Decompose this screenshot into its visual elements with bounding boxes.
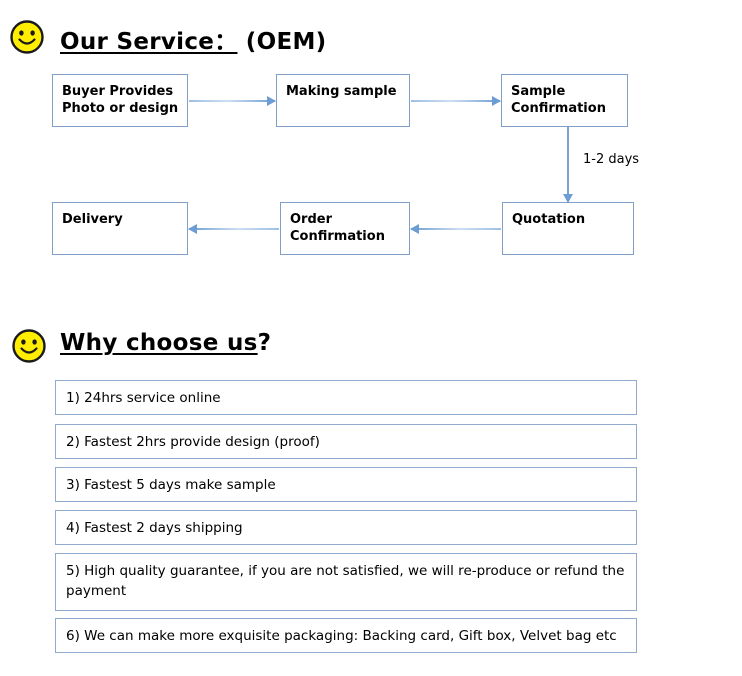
- arrow-shaft: [567, 127, 569, 202]
- arrow-head-icon: [410, 224, 419, 234]
- flow-node-buyer-provides[interactable]: Buyer Provides Photo or design: [52, 74, 188, 127]
- arrow-shaft: [411, 100, 500, 102]
- page-title-our-service: Our Service： (OEM): [60, 22, 326, 56]
- flow-node-sample-confirmation[interactable]: Sample Confirmation: [501, 74, 628, 127]
- flow-arrow-making-to-sample-confirmation: [411, 95, 501, 107]
- reason-item-6[interactable]: 6) We can make more exquisite packaging:…: [55, 618, 637, 653]
- flow-edge-label-1-2-days: 1-2 days: [583, 152, 640, 167]
- arrow-shaft: [411, 228, 501, 230]
- flow-node-order-confirmation[interactable]: Order Confirmation: [280, 202, 410, 255]
- flow-node-quotation[interactable]: Quotation: [502, 202, 634, 255]
- reason-item-5[interactable]: 5) High quality guarantee, if you are no…: [55, 553, 637, 611]
- arrow-shaft: [189, 228, 279, 230]
- flow-arrow-quotation-to-order-confirmation: [410, 223, 501, 235]
- flow-node-delivery[interactable]: Delivery: [52, 202, 188, 255]
- why-choose-us-title-underlined: Why choose us: [60, 330, 258, 356]
- flow-arrow-order-confirmation-to-delivery: [188, 223, 279, 235]
- smiley-face-icon: [12, 329, 46, 363]
- arrow-head-icon: [492, 96, 501, 106]
- reason-item-1[interactable]: 1) 24hrs service online: [55, 380, 637, 415]
- reason-item-3[interactable]: 3) Fastest 5 days make sample: [55, 467, 637, 502]
- why-choose-us-title-tail: ?: [257, 330, 272, 356]
- our-service-title-underlined: Our Service：: [60, 29, 238, 55]
- arrow-head-icon: [267, 96, 276, 106]
- arrow-head-icon: [188, 224, 197, 234]
- arrow-head-icon: [563, 194, 573, 203]
- flow-arrow-sample-confirmation-to-quotation: [562, 127, 574, 203]
- arrow-shaft: [189, 100, 275, 102]
- reason-item-2[interactable]: 2) Fastest 2hrs provide design (proof): [55, 424, 637, 459]
- our-service-title-tail: (OEM): [237, 29, 327, 55]
- smiley-face-icon: [10, 20, 44, 54]
- reason-item-4[interactable]: 4) Fastest 2 days shipping: [55, 510, 637, 545]
- page-title-why-choose-us: Why choose us?: [60, 330, 271, 356]
- flow-arrow-buyer-to-making: [189, 95, 276, 107]
- flow-node-making-sample[interactable]: Making sample: [276, 74, 410, 127]
